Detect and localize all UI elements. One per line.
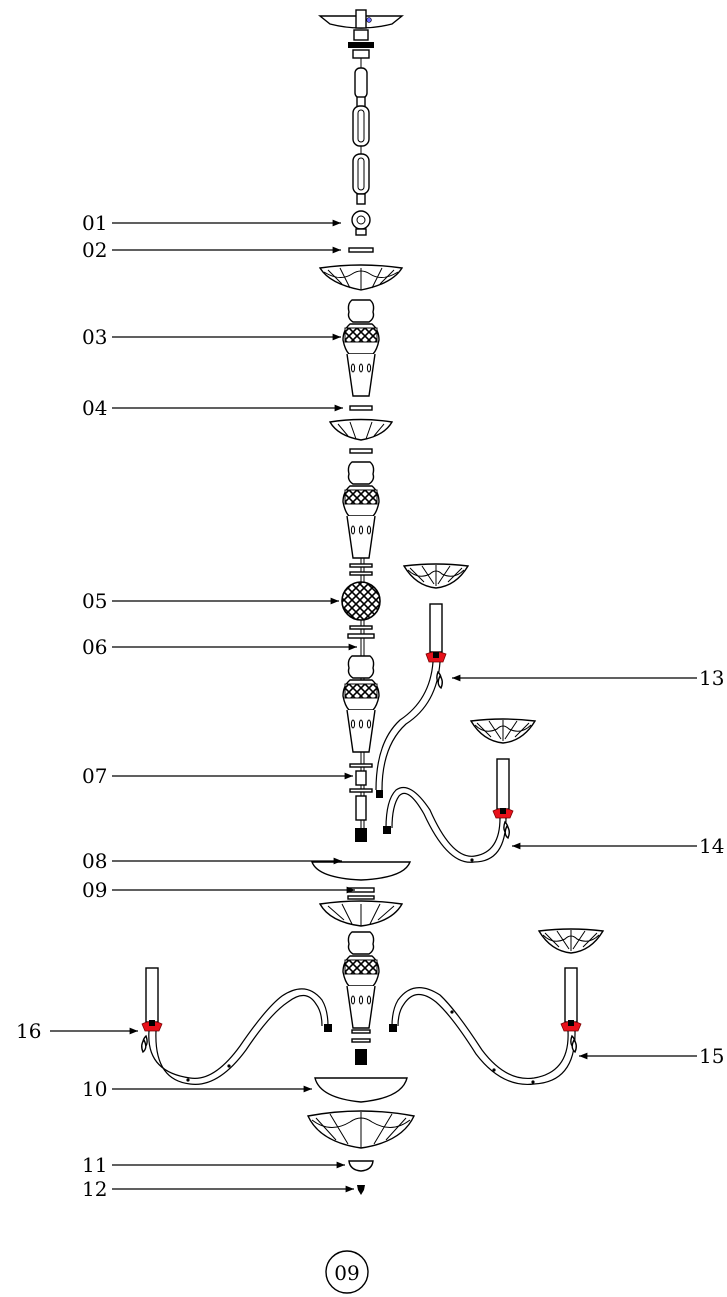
arm-16 — [141, 967, 332, 1085]
callout-label-01: 01 — [82, 211, 107, 235]
central-stem — [306, 9, 416, 1195]
callouts: 01 02 03 04 05 06 07 08 09 10 11 12 13 1… — [16, 211, 724, 1201]
chain — [352, 67, 370, 205]
part-08-cup — [310, 861, 412, 881]
arm-13 — [375, 563, 469, 798]
part-03-baluster — [342, 299, 380, 397]
callout-label-15: 15 — [699, 1044, 724, 1068]
callout-label-10: 10 — [82, 1077, 107, 1101]
callout-label-08: 08 — [82, 849, 107, 873]
ceiling-canopy — [318, 9, 404, 68]
callout-label-12: 12 — [82, 1177, 107, 1201]
arm-15 — [389, 928, 604, 1086]
second-baluster — [342, 461, 380, 559]
part-06-baluster — [342, 655, 380, 753]
part-12-finial — [357, 1185, 365, 1195]
callout-label-06: 06 — [82, 635, 107, 659]
page-number-badge: 09 — [325, 1250, 369, 1294]
part-11-cap — [348, 1160, 374, 1172]
callout-label-02: 02 — [82, 238, 107, 262]
lower-baluster — [342, 931, 380, 1029]
part-10-bowl — [314, 1077, 408, 1103]
callout-label-05: 05 — [82, 589, 107, 613]
small-bobeche — [328, 418, 394, 441]
part-02-washer — [348, 247, 374, 253]
callout-label-09: 09 — [82, 878, 107, 902]
top-bobeche — [318, 264, 404, 291]
callout-label-04: 04 — [82, 396, 107, 420]
part-01-loop — [351, 210, 371, 236]
part-07-connector — [349, 763, 373, 842]
callout-label-14: 14 — [699, 834, 724, 858]
callout-label-13: 13 — [699, 666, 724, 690]
page-number: 09 — [334, 1261, 359, 1285]
middle-bobeche — [318, 900, 404, 927]
callout-label-03: 03 — [82, 325, 107, 349]
callout-label-11: 11 — [82, 1153, 107, 1177]
arm-14 — [383, 718, 536, 863]
callout-label-16: 16 — [16, 1019, 41, 1043]
callout-label-07: 07 — [82, 764, 107, 788]
part-04-washer — [349, 405, 373, 411]
lower-connector — [351, 1029, 371, 1065]
bottom-bobeche — [306, 1110, 416, 1149]
part-05-crystal-ball — [341, 581, 381, 621]
